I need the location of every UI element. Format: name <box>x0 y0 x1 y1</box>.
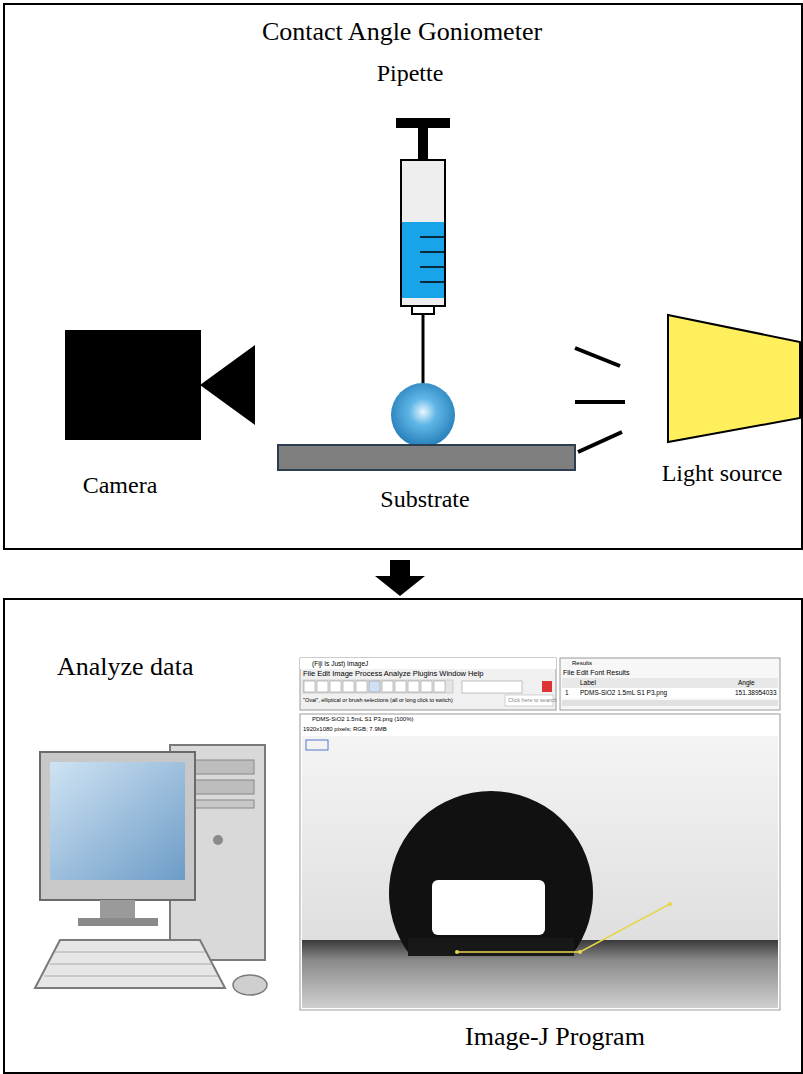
part-label: Click here to search <box>508 697 557 703</box>
pipette-icon <box>396 118 450 398</box>
imagej-screenshot <box>300 658 780 1010</box>
light-source-icon <box>575 315 800 452</box>
part-label: PDMS-SiO2 1.5mL S1 P3.png <box>580 689 667 696</box>
part-label: (Fiji Is Just) ImageJ <box>312 660 368 667</box>
part-label: File Edit Font Results <box>563 669 630 677</box>
part-label: Substrate <box>380 486 469 514</box>
part-label: Results <box>572 660 592 667</box>
droplet <box>391 383 455 447</box>
computer-icon <box>35 745 267 995</box>
flow-arrow <box>375 560 425 596</box>
camera-icon <box>65 330 255 440</box>
part-label: "Oval", elliptical or brush selections (… <box>303 697 453 703</box>
part-label: 1 <box>565 689 569 696</box>
part-label: Camera <box>83 472 158 500</box>
part-label: File Edit Image Process Analyze Plugins … <box>303 670 484 679</box>
part-label: Pipette <box>377 60 444 88</box>
part-label: Light source <box>662 460 783 488</box>
panel-heading: Analyze data <box>57 652 193 682</box>
part-label: 151.38954033 <box>735 689 777 696</box>
part-label: 1920x1080 pixels; RGB; 7.9MB <box>303 726 387 733</box>
substrate-bar <box>278 445 575 470</box>
panel-heading: Contact Angle Goniometer <box>262 17 542 47</box>
part-label: Image-J Program <box>465 1022 645 1052</box>
part-label: Label <box>580 679 596 686</box>
part-label: Angle <box>738 679 755 686</box>
part-label: PDMS-SiO2 1.5mL S1 P3.png (100%) <box>312 716 414 723</box>
